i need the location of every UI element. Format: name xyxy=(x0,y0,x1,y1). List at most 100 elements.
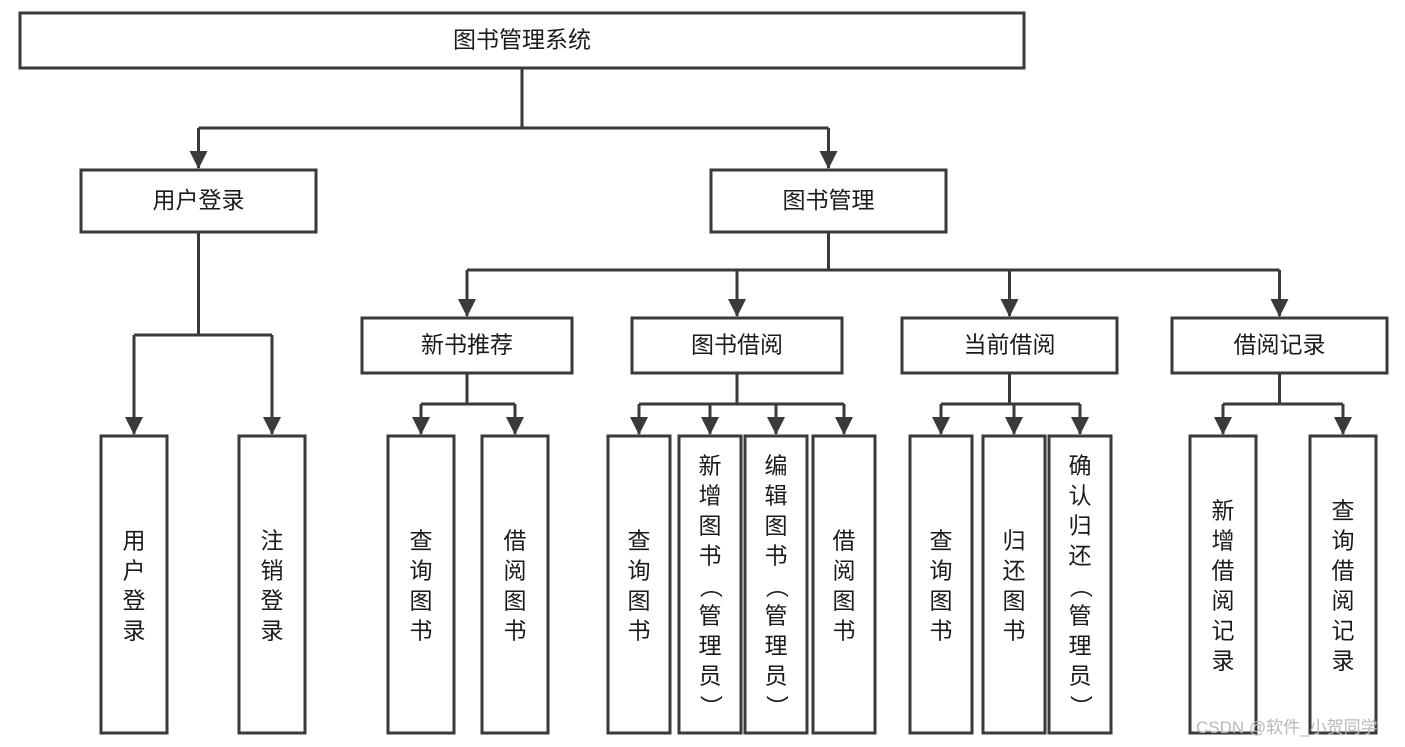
arrow-head-current-borrow-2 xyxy=(1071,417,1089,435)
node-box-leaf-add-borrow-record[interactable] xyxy=(1188,434,1258,735)
node-label-leaf-add-borrow-record: 记 xyxy=(1212,618,1235,644)
node-box-book-manage[interactable] xyxy=(709,168,948,234)
arrow-head-book-manage-3 xyxy=(1270,299,1289,317)
node-label-leaf-query-borrow-record: 查 xyxy=(1332,498,1355,524)
node-label-leaf-add-borrow-record: 增 xyxy=(1212,528,1235,554)
connector-layer xyxy=(125,68,1352,435)
node-current-borrow[interactable]: 当前借阅 xyxy=(900,316,1119,375)
arrow-head-book-manage-1 xyxy=(728,299,746,317)
node-label-leaf-confirm-return: 确 xyxy=(1069,453,1092,479)
node-label-leaf-query-book-3: 询 xyxy=(930,558,953,584)
node-box-current-borrow[interactable] xyxy=(900,316,1119,375)
node-label-leaf-query-book-3: 书 xyxy=(930,618,953,644)
node-label-book-borrow: 图书借阅 xyxy=(691,332,783,358)
node-label-leaf-edit-book-admin: ） xyxy=(764,695,790,718)
node-label-leaf-edit-book-admin: 图 xyxy=(765,513,788,539)
node-label-leaf-add-borrow-record: 借 xyxy=(1212,558,1235,584)
node-label-leaf-add-book-admin: 新 xyxy=(699,453,722,479)
node-label-leaf-edit-book-admin: （ xyxy=(764,575,790,598)
node-label-leaf-user-logout: 注 xyxy=(261,528,284,554)
node-label-leaf-user-login: 户 xyxy=(123,558,146,584)
arrow-head-current-borrow-1 xyxy=(1005,417,1023,435)
node-label-leaf-query-book-1: 询 xyxy=(410,558,433,584)
node-book-borrow[interactable]: 图书借阅 xyxy=(630,316,844,375)
node-box-leaf-borrow-book-2[interactable] xyxy=(811,434,877,735)
node-label-leaf-query-book-1: 书 xyxy=(410,618,433,644)
node-label-leaf-borrow-book-1: 借 xyxy=(504,528,527,554)
node-label-leaf-add-book-admin: 书 xyxy=(699,543,722,569)
node-box-borrow-record[interactable] xyxy=(1170,316,1389,375)
node-label-leaf-add-borrow-record: 阅 xyxy=(1212,588,1235,614)
node-label-leaf-user-logout: 录 xyxy=(261,618,284,644)
arrow-head-user-login-0 xyxy=(125,417,143,435)
node-box-user-login[interactable] xyxy=(79,168,318,234)
node-label-leaf-query-book-2: 图 xyxy=(628,588,651,614)
node-box-leaf-add-book-admin[interactable] xyxy=(677,434,743,735)
node-label-undefined: 图书管理系统 xyxy=(453,27,591,53)
node-borrow-record[interactable]: 借阅记录 xyxy=(1170,316,1389,375)
node-label-leaf-query-book-2: 询 xyxy=(628,558,651,584)
node-box-leaf-query-book-1[interactable] xyxy=(386,434,456,735)
node-box-leaf-borrow-book-1[interactable] xyxy=(480,434,550,735)
node-box-leaf-user-logout[interactable] xyxy=(237,434,307,735)
node-label-borrow-record: 借阅记录 xyxy=(1234,332,1326,358)
node-box-leaf-return-book[interactable] xyxy=(981,434,1047,735)
node-label-leaf-user-login: 登 xyxy=(123,588,146,614)
node-user-login[interactable]: 用户登录 xyxy=(79,168,318,234)
node-label-leaf-confirm-return: 员 xyxy=(1069,663,1092,689)
node-label-leaf-add-book-admin: 图 xyxy=(699,513,722,539)
node-leaf-user-login[interactable]: 用户登录 xyxy=(99,434,169,735)
node-label-leaf-query-borrow-record: 录 xyxy=(1332,648,1355,674)
arrow-head-book-borrow-3 xyxy=(835,417,853,435)
node-box-new-book-recommend[interactable] xyxy=(360,316,574,375)
arrow-head-book-manage-2 xyxy=(1000,299,1019,317)
node-label-leaf-add-borrow-record: 录 xyxy=(1212,648,1235,674)
arrow-head-root-1 xyxy=(819,151,838,169)
node-label-leaf-return-book: 归 xyxy=(1003,528,1026,554)
node-box-leaf-edit-book-admin[interactable] xyxy=(743,434,809,735)
node-box-book-borrow[interactable] xyxy=(630,316,844,375)
node-undefined[interactable]: 图书管理系统 xyxy=(18,11,1026,70)
node-new-book-recommend[interactable]: 新书推荐 xyxy=(360,316,574,375)
arrow-head-root-0 xyxy=(189,151,208,169)
node-layer: 图书管理系统用户登录图书管理新书推荐图书借阅当前借阅借阅记录用户登录注销登录查询… xyxy=(18,11,1389,735)
node-label-leaf-return-book: 书 xyxy=(1003,618,1026,644)
node-box-leaf-query-book-3[interactable] xyxy=(908,434,974,735)
node-label-leaf-confirm-return: ） xyxy=(1068,695,1094,718)
node-label-current-borrow: 当前借阅 xyxy=(964,332,1056,358)
node-box-leaf-confirm-return[interactable] xyxy=(1047,434,1113,735)
node-label-leaf-query-borrow-record: 询 xyxy=(1332,528,1355,554)
node-label-leaf-borrow-book-1: 图 xyxy=(504,588,527,614)
csdn-watermark: CSDN @软件_小贺同学 xyxy=(1196,718,1378,737)
node-label-leaf-user-logout: 登 xyxy=(261,588,284,614)
node-label-leaf-borrow-book-2: 书 xyxy=(833,618,856,644)
arrow-head-book-borrow-2 xyxy=(767,417,785,435)
node-box-leaf-query-book-2[interactable] xyxy=(606,434,672,735)
node-box-leaf-query-borrow-record[interactable] xyxy=(1308,434,1378,735)
node-label-leaf-edit-book-admin: 管 xyxy=(765,603,788,629)
node-label-leaf-confirm-return: （ xyxy=(1068,575,1094,598)
node-label-leaf-add-borrow-record: 新 xyxy=(1212,498,1235,524)
node-label-leaf-query-book-1: 查 xyxy=(410,528,433,554)
node-label-leaf-return-book: 图 xyxy=(1003,588,1026,614)
node-label-leaf-edit-book-admin: 员 xyxy=(765,663,788,689)
node-label-leaf-confirm-return: 认 xyxy=(1069,483,1092,509)
node-book-manage[interactable]: 图书管理 xyxy=(709,168,948,234)
arrow-head-user-login-1 xyxy=(263,417,281,435)
node-box-undefined[interactable] xyxy=(18,11,1026,70)
node-box-leaf-user-login[interactable] xyxy=(99,434,169,735)
